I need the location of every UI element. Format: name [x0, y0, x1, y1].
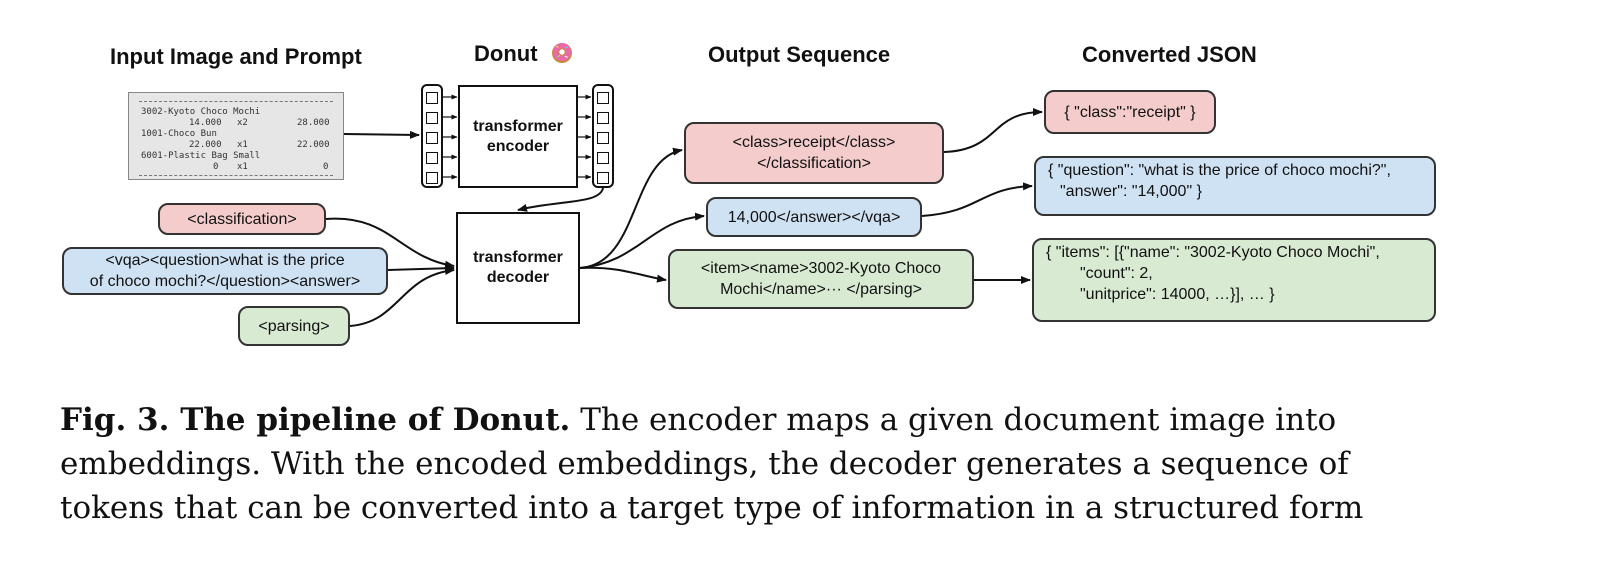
receipt-line: 0 — [213, 162, 219, 172]
figure-caption: Fig. 3. The pipeline of Donut. The encod… — [60, 398, 1450, 530]
json-classification: { "class":"receipt" } — [1044, 90, 1216, 134]
connector-arrows — [325, 94, 1043, 327]
prompt-vqa-text-1: <vqa><question>what is the price — [105, 252, 345, 269]
heading-output: Output Sequence — [708, 42, 891, 67]
json-parsing-text-1: { "items": [{"name": "3002-Kyoto Choco M… — [1046, 244, 1380, 261]
heading-input: Input Image and Prompt — [110, 44, 362, 69]
receipt-line: 1001-Choco Bun — [141, 129, 217, 139]
output-classification-text-1: <class>receipt</class> — [732, 134, 896, 151]
encoder-label-1: transformer — [473, 117, 563, 135]
output-embeddings — [592, 84, 614, 188]
transformer-decoder: transformer decoder — [456, 212, 580, 324]
input-embeddings — [421, 84, 443, 188]
decoder-label-1: transformer — [473, 249, 563, 266]
arrow-parsing-to-decoder — [349, 267, 455, 327]
json-vqa-text-1: { "question": "what is the price of choc… — [1048, 162, 1391, 179]
receipt-line: x1 — [237, 162, 248, 172]
output-vqa: 14,000</answer></vqa> — [706, 197, 922, 237]
output-vqa-text: 14,000</answer></vqa> — [727, 208, 901, 226]
arrow-encoder-to-decoder — [517, 187, 604, 212]
prompt-parsing-text: <parsing> — [258, 317, 330, 335]
json-vqa: { "question": "what is the price of choc… — [1034, 156, 1436, 216]
prompt-classification-text: <classification> — [187, 210, 297, 228]
caption-text: The encoder maps a given document image … — [60, 402, 1364, 526]
arrow-classification-to-decoder — [325, 217, 455, 269]
receipt-line: x2 — [237, 118, 248, 128]
receipt-line: 6001-Plastic Bag Small — [141, 151, 261, 161]
receipt-line: 0 — [323, 162, 329, 172]
pipeline-figure: Input Image and Prompt Donut Output Sequ… — [62, 40, 1436, 346]
decoder-label-2: decoder — [486, 269, 550, 286]
arrow-decoder-to-class — [579, 147, 683, 269]
encoder-label-2: encoder — [486, 137, 550, 155]
output-classification: <class>receipt</class> </classification> — [684, 122, 944, 184]
json-parsing: { "items": [{"name": "3002-Kyoto Choco M… — [1032, 238, 1436, 322]
output-parsing-text-2: Mochi</name>··· </parsing> — [720, 281, 922, 298]
receipt-line: 3002-Kyoto Choco Mochi — [141, 107, 261, 117]
arrow-decoder-to-parse — [579, 266, 667, 283]
transformer-encoder: transformer encoder — [458, 85, 578, 188]
receipt-line: 22.000 — [297, 140, 330, 150]
prompt-classification: <classification> — [158, 203, 326, 235]
json-vqa-text-2: "answer": "14,000" } — [1060, 183, 1202, 200]
arrow-class-to-json — [943, 108, 1043, 153]
prompt-vqa-text-2: of choco mochi?</question><answer> — [89, 273, 361, 290]
arrow-receipt-to-encoder — [343, 130, 420, 139]
arrow-vqa-to-decoder — [387, 264, 455, 273]
json-classification-text: { "class":"receipt" } — [1064, 103, 1196, 121]
arrow-vqa-to-json — [921, 182, 1033, 217]
donut-icon — [551, 43, 572, 63]
json-parsing-text-3: "unitprice": 14000, …}], … } — [1080, 286, 1275, 303]
heading-donut: Donut — [474, 41, 538, 66]
receipt-line: x1 — [237, 140, 248, 150]
receipt-line: 28.000 — [297, 118, 330, 128]
output-parsing: <item><name>3002-Kyoto Choco Mochi</name… — [668, 249, 974, 309]
heading-donut-wrap: Donut — [474, 40, 574, 67]
prompt-vqa: <vqa><question>what is the price of choc… — [62, 247, 388, 295]
receipt-line: 14.000 — [189, 118, 222, 128]
arrow-decoder-to-vqa — [579, 212, 705, 269]
prompt-parsing: <parsing> — [238, 306, 350, 346]
receipt-line: 22.000 — [189, 140, 222, 150]
output-classification-text-2: </classification> — [757, 155, 871, 172]
json-parsing-text-2: "count": 2, — [1080, 265, 1153, 282]
caption-label: Fig. 3. The pipeline of Donut. — [60, 402, 571, 438]
heading-json: Converted JSON — [1082, 42, 1257, 67]
output-parsing-text-1: <item><name>3002-Kyoto Choco — [700, 260, 942, 277]
receipt-image: 3002-Kyoto Choco Mochi 14.000 x2 28.000 … — [128, 92, 344, 180]
